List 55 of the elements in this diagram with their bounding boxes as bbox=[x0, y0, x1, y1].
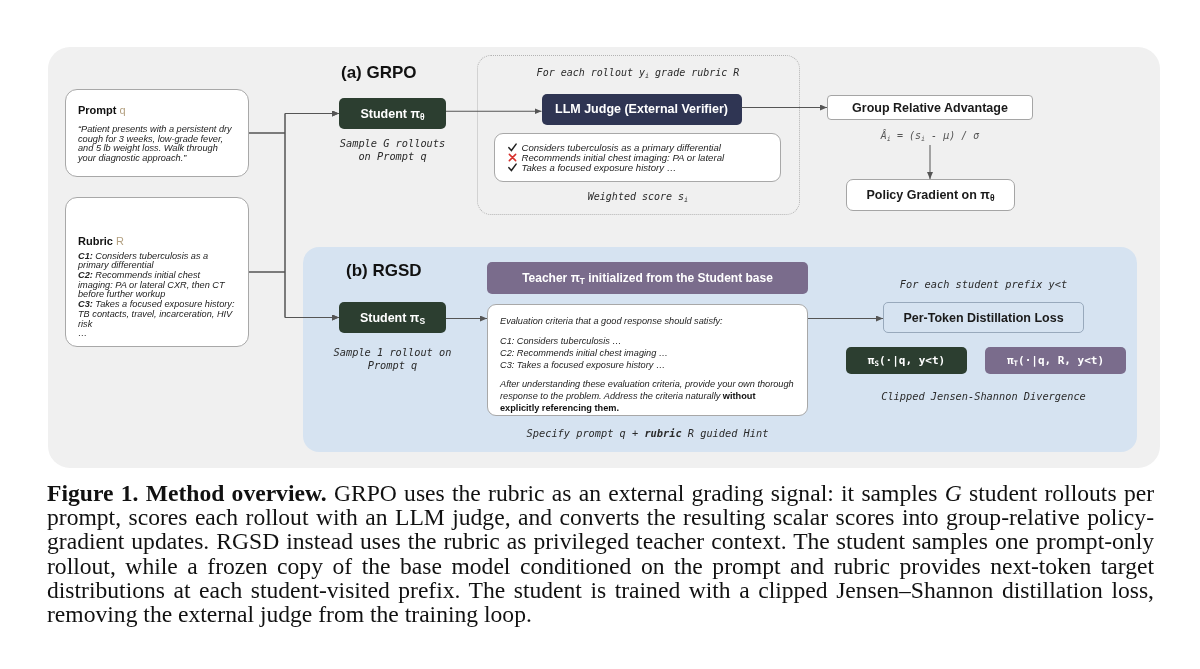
process-box bbox=[827, 95, 1033, 120]
box-label: LLM Judge (External Verifier) bbox=[555, 102, 728, 116]
figure-caption: Figure 1. Method overview. GRPO uses the rubric as an external grading signal: it samples G student rollouts per prompt, scores each rollout with an LLM judge, and converts the resulting scalar scores into group-relative policy-gradient updates. RGSD instead uses the rubric as privileged teacher context. The student samples one prompt-only rollout, while a frozen copy of the base model conditioned on the prompt and rubric provides next-token target distributions at each student-visited prefix. The student is trained with a clipped Jensen–Shannon distillation loss, removing the external judge from the training loop. bbox=[47, 481, 1154, 627]
section-panel bbox=[303, 247, 1137, 452]
arrow bbox=[445, 315, 488, 322]
formula-text: Â$_{i}$ = (s$_{i}$ - μ) / σ bbox=[880, 129, 980, 143]
teacher-bar bbox=[487, 262, 808, 294]
loss-box bbox=[883, 302, 1084, 333]
frame-caption: For each rollout y$_{i}$ grade rubric R bbox=[535, 66, 741, 79]
sampling-note: Sample G rollouts on Prompt q bbox=[338, 137, 447, 163]
criterion-text: C2: Recommends initial chest imaging: PA or lateral CXR, then CT before further workup bbox=[78, 271, 225, 301]
divergence-note: Clipped Jensen-Shannon Divergence bbox=[880, 390, 1087, 403]
criterion-text: Recommends initial chest imaging: PA or lateral bbox=[521, 152, 725, 163]
judge-box bbox=[541, 93, 742, 125]
box-label: Student π$_{θ}$ bbox=[360, 106, 425, 121]
panel-heading: (b) RGSD bbox=[346, 261, 423, 281]
criterion-text: Considers tuberculosis as a primary differential bbox=[521, 142, 721, 153]
hint-card bbox=[487, 304, 808, 416]
frame-caption: Weighted score s$_{i}$ bbox=[586, 190, 690, 203]
criterion-text: C3: Takes a focused exposure history: TB contacts, travel, incarceration, HIV risk bbox=[78, 300, 236, 330]
criterion-text: Takes a focused exposure history … bbox=[521, 162, 677, 173]
prompt-card bbox=[65, 89, 249, 177]
section-heading: (a) GRPO bbox=[341, 63, 418, 83]
arrow bbox=[927, 144, 933, 180]
box-label: Per-Token Distillation Loss bbox=[903, 310, 1064, 325]
arrow bbox=[807, 315, 884, 322]
distribution-box bbox=[846, 347, 967, 374]
arrow bbox=[741, 104, 828, 111]
checklist-card bbox=[493, 132, 781, 182]
box-label: Policy Gradient on π$_{θ}$ bbox=[866, 188, 995, 202]
ellipsis-text: … bbox=[78, 329, 89, 339]
instruction-text: After understanding these evaluation criteria, provide your own thorough response to the problem. Address the criteria naturally without explicitly referencing them. bbox=[500, 378, 795, 414]
box-label: π$_{S}$(·|q, y<t) bbox=[867, 354, 946, 367]
hint-note: Specify prompt q + rubric R guided Hint bbox=[525, 427, 770, 440]
arrow bbox=[445, 108, 542, 115]
quote-text: “Patient presents with a persistent dry cough for 3 weeks, low-grade fever, and 5 lb weight loss. Walk through your diagnostic approach.” bbox=[78, 125, 233, 164]
criterion-text: C1: Considers tuberculosis … bbox=[500, 335, 623, 347]
box-label: Teacher π$_{T}$ initialized from the Student base bbox=[522, 271, 773, 285]
arrow bbox=[248, 271, 340, 321]
prefix-note: For each student prefix y<t bbox=[898, 278, 1069, 291]
box-label: Group Relative Advantage bbox=[852, 100, 1008, 115]
instruction-text: Evaluation criteria that a good response should satisfy: bbox=[500, 315, 724, 327]
process-box bbox=[846, 179, 1015, 211]
criterion-text: C1: Considers tuberculosis as a primary differential bbox=[78, 251, 210, 271]
rubric-card bbox=[65, 197, 249, 347]
card-heading: Prompt q bbox=[78, 104, 127, 117]
model-box bbox=[339, 98, 446, 129]
card-heading: Rubric R bbox=[78, 234, 125, 248]
distribution-box bbox=[985, 347, 1126, 374]
criterion-text: C3: Takes a focused exposure history … bbox=[500, 359, 667, 371]
box-label: Student π$_{S}$ bbox=[359, 310, 426, 325]
criterion-text: C2: Recommends initial chest imaging … bbox=[500, 347, 669, 359]
box-label: π$_{T}$(·|q, R, y<t) bbox=[1006, 354, 1105, 367]
sampling-note: Sample 1 rollout on Prompt q bbox=[332, 346, 453, 372]
model-box bbox=[339, 302, 446, 333]
